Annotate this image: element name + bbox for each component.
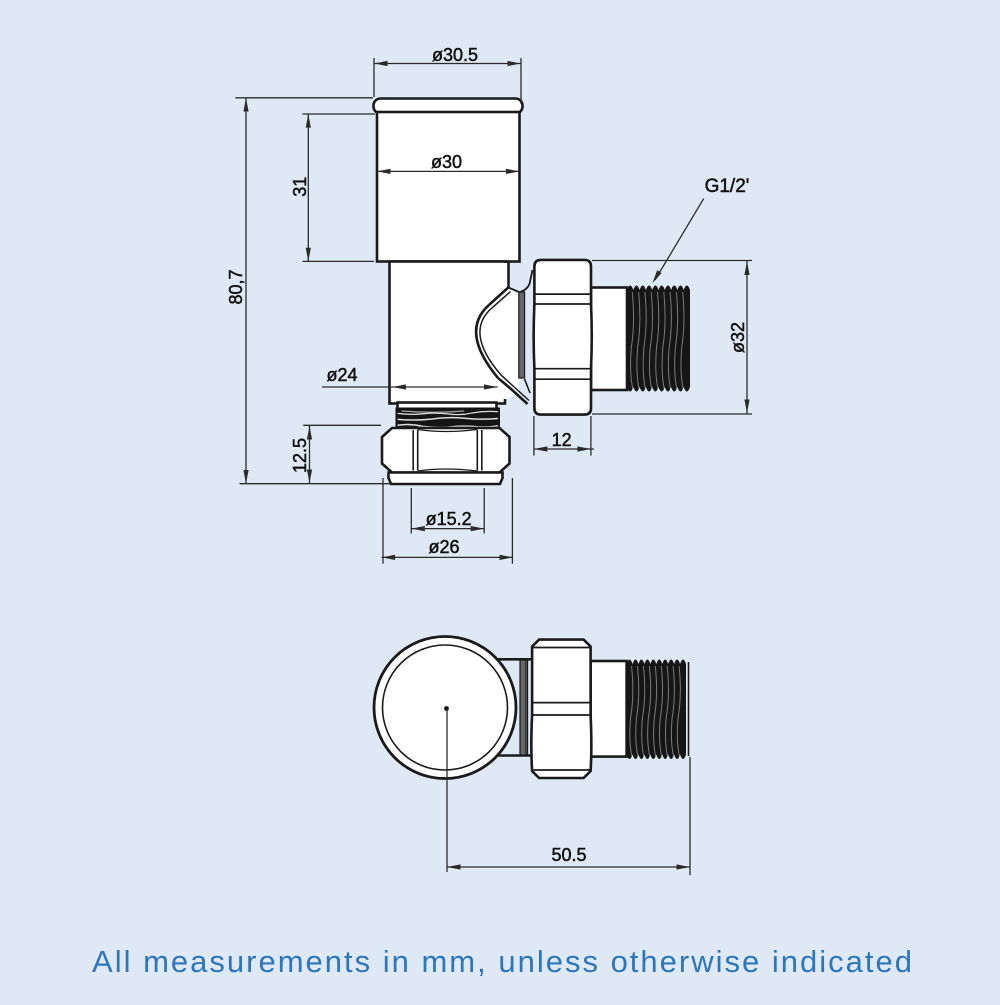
svg-text:31: 31 (290, 177, 310, 197)
svg-text:G1/2': G1/2' (705, 176, 750, 197)
svg-text:80,7: 80,7 (226, 269, 246, 304)
svg-text:ø30.5: ø30.5 (432, 45, 478, 65)
svg-text:ø32: ø32 (728, 322, 748, 353)
svg-text:All measurements in mm, unless: All measurements in mm, unless otherwise… (92, 944, 914, 979)
svg-text:ø15.2: ø15.2 (426, 509, 472, 529)
svg-text:12.5: 12.5 (290, 438, 310, 473)
svg-text:50.5: 50.5 (551, 845, 586, 865)
svg-text:12: 12 (552, 430, 572, 450)
svg-text:ø26: ø26 (428, 537, 459, 557)
svg-text:ø30: ø30 (431, 152, 462, 172)
svg-text:ø24: ø24 (326, 365, 357, 385)
